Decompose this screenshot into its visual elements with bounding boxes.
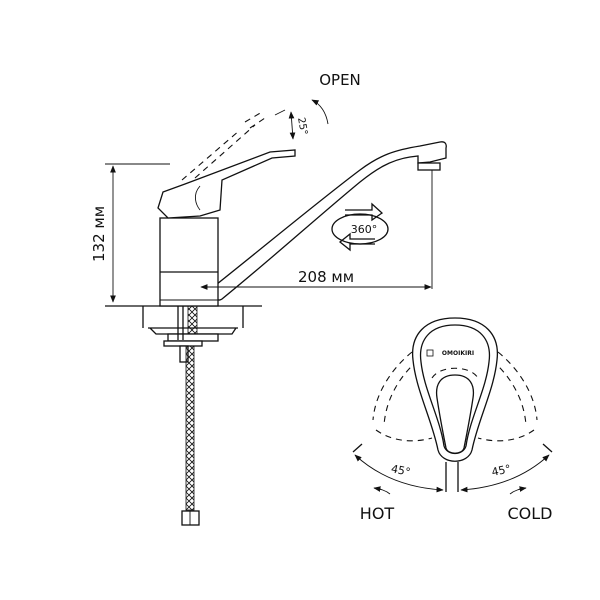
reach-label: 208 мм: [298, 268, 354, 286]
height-dimension: 132 мм: [90, 163, 170, 303]
cold-arrow-icon: [509, 486, 527, 495]
hot-arrow-icon: [373, 486, 391, 495]
lever-angle-dimension: 25°: [274, 109, 309, 140]
hot-label: HOT: [360, 504, 395, 523]
cold-angle-label: 45°: [490, 462, 512, 479]
faucet-body: [159, 217, 219, 307]
side-view: 132 мм 25° OPEN 208 мм: [90, 71, 447, 526]
cold-angle-arc: [460, 454, 550, 493]
mounting: [142, 305, 244, 363]
hose-nut: [181, 510, 200, 526]
hot-angle-arc: [354, 454, 444, 493]
cold-label: COLD: [508, 504, 553, 523]
hot-angle-label: 45°: [390, 462, 412, 479]
top-view: OMOIKIRI 45° 45° HOT COLD: [352, 317, 553, 523]
open-arrow-icon: [311, 99, 329, 125]
lever-handle: [157, 149, 296, 219]
handle-outline: [412, 317, 498, 462]
reach-dimension: 208 мм: [200, 170, 433, 290]
open-label: OPEN: [319, 71, 361, 89]
rotation-label: 360°: [351, 223, 378, 236]
lever-angle-label: 25°: [295, 117, 309, 136]
rotation-indicator: 360°: [331, 202, 389, 252]
aerator: [417, 162, 441, 171]
height-label: 132 мм: [90, 206, 108, 262]
braided-hose: [185, 345, 195, 511]
brand-logo: OMOIKIRI: [442, 350, 474, 357]
